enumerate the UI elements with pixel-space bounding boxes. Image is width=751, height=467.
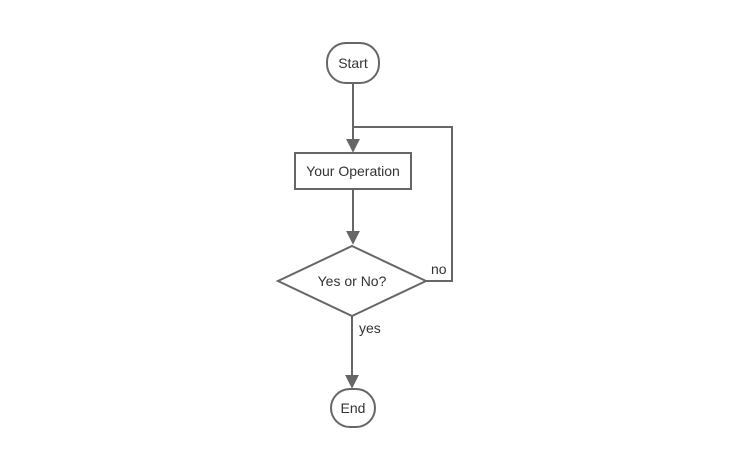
- node-operation-shape: [294, 152, 412, 190]
- node-start-label: Start: [338, 55, 368, 71]
- edge-label-no: no: [431, 261, 447, 277]
- edge-no-loopback-line: [354, 126, 453, 282]
- node-operation: Your Operation: [294, 152, 412, 190]
- edge-label-yes: yes: [359, 320, 381, 336]
- node-end-shape: [330, 388, 376, 428]
- node-start-shape: [326, 42, 380, 84]
- edge-no-loopback: no: [354, 126, 453, 282]
- node-end: End: [330, 388, 376, 428]
- node-operation-label: Your Operation: [306, 163, 400, 179]
- node-decision: Yes or No?: [275, 244, 429, 318]
- node-decision-label: Yes or No?: [318, 273, 387, 289]
- node-decision-shape: [275, 244, 429, 318]
- edge-decision-to-end: yes: [345, 316, 381, 389]
- node-start: Start: [326, 42, 380, 84]
- node-end-label: End: [341, 400, 366, 416]
